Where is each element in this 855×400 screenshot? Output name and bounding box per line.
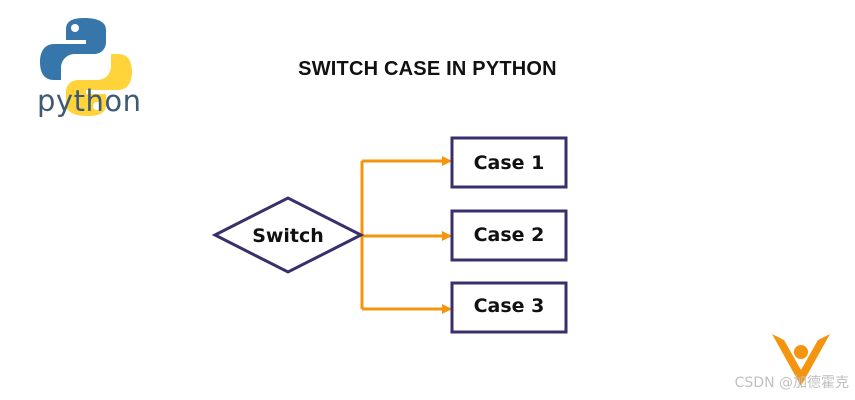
switch-diamond-shape <box>211 196 365 274</box>
python-logo-wordmark: python <box>37 84 142 118</box>
case-box <box>450 281 568 334</box>
case-label: Case 1 <box>474 152 545 174</box>
python-logo-icon <box>40 18 132 116</box>
switch-label: Switch <box>252 225 324 247</box>
case-box <box>450 209 568 262</box>
csdn-watermark: CSDN @加德霍克 <box>734 375 849 391</box>
case-label: Case 3 <box>474 295 545 317</box>
person-v-logo-icon <box>772 334 830 386</box>
connector-lines <box>360 156 452 314</box>
switch-decision-node: Switch <box>211 196 365 274</box>
python-logo-blue-part <box>40 18 106 80</box>
case-node-2: Case 2 <box>450 209 568 262</box>
case-box <box>450 136 568 189</box>
case-label: Case 2 <box>474 224 545 246</box>
case-node-1: Case 1 <box>450 136 568 189</box>
case-node-3: Case 3 <box>450 281 568 334</box>
page-title: SWITCH CASE IN PYTHON <box>298 58 557 80</box>
python-logo-yellow-part <box>66 54 132 116</box>
